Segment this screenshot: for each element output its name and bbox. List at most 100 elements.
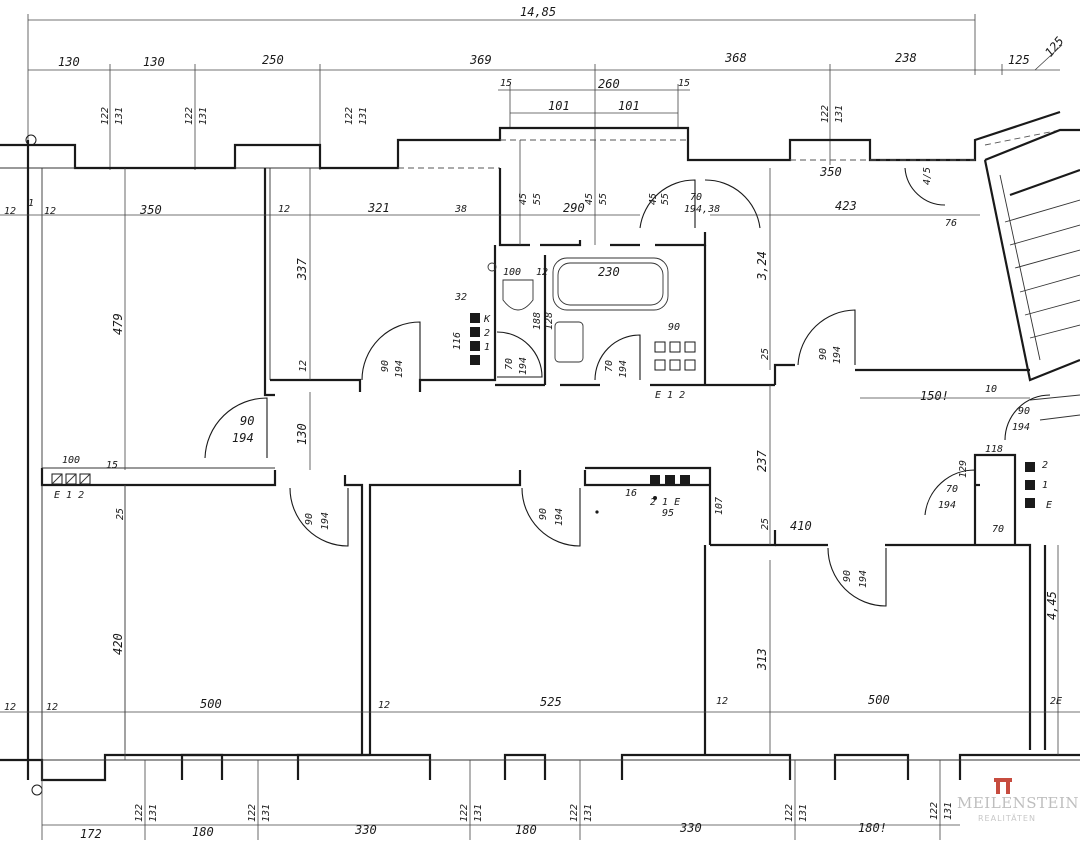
top-seg-7: 125 <box>1008 53 1030 67</box>
door-room6-h: 194 <box>858 570 869 588</box>
corner-angle-label: 125 <box>1042 34 1067 60</box>
right-meter-mid: 1 <box>1042 480 1048 491</box>
tub-width: 230 <box>598 265 620 279</box>
win-bot-4a: 122 <box>569 804 580 822</box>
win-bot-2a: 122 <box>247 804 258 822</box>
win-top-1a: 122 <box>100 107 111 125</box>
win-top-4b: 131 <box>834 105 845 123</box>
door-bath-h: 194 <box>618 360 629 378</box>
interior-dimensions: 12 1 12 350 12 321 38 290 423 350 76 479… <box>0 165 1080 760</box>
win-bot-5b: 131 <box>798 804 809 822</box>
hall-wall: 10 <box>985 384 997 395</box>
room6-width: 500 <box>868 693 890 707</box>
win-bot-1b: 131 <box>148 804 159 822</box>
bottom-dimensions: 172 180 330 180 330 180! 122 131 122 131… <box>41 760 960 841</box>
kitchen-meter-left: 32 <box>454 292 467 303</box>
wc-width: 100 <box>503 267 521 278</box>
mid-meter-left: 16 <box>625 488 637 499</box>
door-room3-h: 194 <box>832 346 843 364</box>
room5-wall: 12 <box>716 696 728 707</box>
room4-width: 500 <box>200 697 222 711</box>
room3-corner: 76 <box>945 218 957 229</box>
room4-gap: 25 <box>115 508 126 520</box>
win-bot-6b: 131 <box>943 802 954 820</box>
door-double-w: 70 <box>690 192 702 203</box>
logo-name: MEILENSTEIN <box>957 794 1079 812</box>
door-room5-w: 90 <box>538 508 549 520</box>
door-room2-h: 194 <box>394 360 405 378</box>
basin-width: 128 <box>544 312 555 330</box>
win-top-3b: 131 <box>358 107 369 125</box>
bath-vent: 90 <box>668 322 680 333</box>
bath-side-d: 55 <box>598 193 609 205</box>
hall-gap-b: 25 <box>760 518 771 530</box>
kitchen-meter-k1: 2 <box>484 328 490 339</box>
bottom-seg-1: 172 <box>80 827 102 841</box>
mid-meter-label: 2 1 E <box>650 497 680 508</box>
hall-left: 130 <box>295 423 309 445</box>
interior-walls <box>40 168 1032 760</box>
wall-mark-3: 12 <box>298 360 309 372</box>
room2-width: 321 <box>367 201 390 215</box>
top-seg-6: 238 <box>895 51 917 65</box>
kitchen-meter-v: 116 <box>452 332 463 350</box>
room2-wall-b: 38 <box>454 204 467 215</box>
win-top-4a: 122 <box>820 105 831 123</box>
win-bot-5a: 122 <box>784 804 795 822</box>
room6-height: 313 <box>755 648 769 671</box>
door-room4-h: 194 <box>320 512 331 530</box>
bottom-seg-5: 330 <box>679 821 702 835</box>
door-room1-h: 194 <box>232 431 254 445</box>
win-bot-2b: 131 <box>261 804 272 822</box>
meter-left-value: 100 <box>62 455 80 466</box>
wall-mark-2: 12 <box>44 206 56 217</box>
meter-boxes: 100 15 E 1 2 K 2 1 32 116 E 1 2 2 1 E 16… <box>51 292 1052 519</box>
room3-height: 3,24 <box>755 251 769 281</box>
staircase <box>1004 168 1080 421</box>
hall-depth: 237 <box>755 450 769 472</box>
door-bath-w: 70 <box>604 360 615 372</box>
wall-mark-4: 12 <box>4 702 16 713</box>
rwc-width: 118 <box>985 444 1003 455</box>
company-logo: MEILENSTEIN REALITÄTEN <box>957 778 1079 823</box>
kitchen-meter-k2: 1 <box>484 342 490 353</box>
top-seg-1: 130 <box>58 55 80 69</box>
bottom-seg-6: 180! <box>858 821 887 835</box>
bath-right-wall: 15 <box>678 78 690 89</box>
door-wc-w: 70 <box>504 358 515 370</box>
door-double-side-a: 45 <box>648 193 659 205</box>
bath-side-c: 45 <box>584 193 595 205</box>
bath-meter-label: E 1 2 <box>655 390 685 401</box>
door-room5-h: 194 <box>554 508 565 526</box>
hall-gap: 25 <box>760 348 771 360</box>
bath-width-label: 290 <box>563 201 585 215</box>
room3-top: 350 <box>819 165 842 179</box>
bath-top-dims: 15 260 15 101 101 <box>498 77 690 128</box>
wall-mark-6: 12 <box>378 700 390 711</box>
doors: 90 194 90 194 70 194 70 194 70 194,38 45… <box>204 167 1051 607</box>
top-seg-5: 368 <box>724 51 747 65</box>
room3-width: 423 <box>835 199 857 213</box>
win-top-3a: 122 <box>344 107 355 125</box>
hall-width: 410 <box>790 519 812 533</box>
bath-half-b: 101 <box>618 99 640 113</box>
door-stair-h: 194 <box>1012 422 1030 433</box>
tub-depth: 188 <box>532 312 543 330</box>
room1-wall-c: 1 <box>28 198 34 209</box>
top-seg-3: 250 <box>262 53 284 67</box>
bath-side-a: 45 <box>518 193 529 205</box>
mid-meter-right: 107 <box>714 497 725 515</box>
overall-dimension-label: 14,85 <box>520 5 556 19</box>
bath-width: 260 <box>598 77 620 91</box>
wc-wall: 12 <box>536 267 548 278</box>
win-bot-3a: 122 <box>459 804 470 822</box>
win-top-2b: 131 <box>198 107 209 125</box>
logo-sub: REALITÄTEN <box>978 813 1036 823</box>
bath-side-b: 55 <box>532 193 543 205</box>
door-rwc-w: 70 <box>946 484 958 495</box>
door-stair-w: 90 <box>1018 406 1030 417</box>
door-room3-w: 90 <box>818 348 829 360</box>
win-top-1b: 131 <box>114 107 125 125</box>
wall-mark-5: 12 <box>46 702 58 713</box>
top-window-dims: 122 131 122 131 122 131 122 131 <box>100 105 845 125</box>
